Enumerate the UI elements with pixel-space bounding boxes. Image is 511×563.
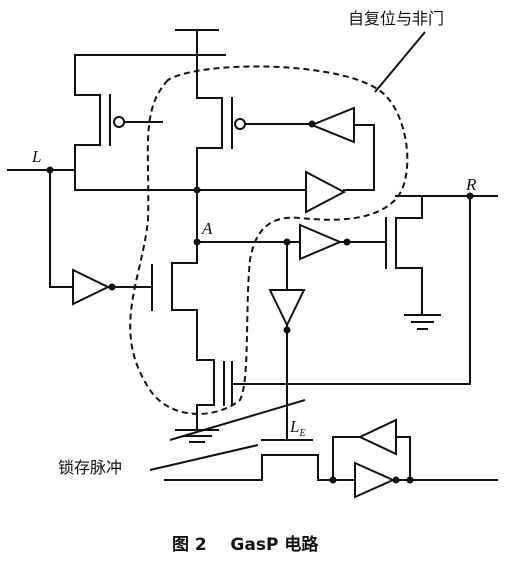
latch-waveform (164, 454, 498, 481)
inverter-feedback-top (308, 106, 375, 191)
nmos-stack-upper (151, 262, 198, 361)
nmos-stack-lower (196, 359, 233, 431)
nmos-R (385, 192, 498, 330)
pointer-latch-upper (169, 399, 306, 441)
inverter-self-reset (196, 170, 347, 214)
inverter-A (299, 223, 387, 261)
wire-R-feedback (231, 195, 471, 385)
inverter-vertical-LE (261, 241, 313, 441)
wire-pmos1-drain (74, 169, 198, 191)
inverter-L (72, 268, 153, 306)
label-R: R (465, 175, 477, 194)
pointer-self-reset (374, 31, 426, 93)
figure-caption: 图 2 GasP 电路 (172, 534, 319, 555)
dashed-boundary-self-reset (129, 65, 409, 415)
pmos-left (74, 54, 163, 171)
label-L: L (31, 147, 41, 166)
label-self-reset-nand: 自复位与非门 (348, 9, 444, 28)
label-A: A (201, 219, 213, 238)
ground-stack (175, 429, 219, 443)
latch-keeper (329, 418, 414, 499)
pointer-latch-lower (149, 444, 259, 471)
label-latch-pulse: 锁存脉冲 (58, 458, 122, 477)
label-LE: LE (289, 417, 306, 439)
pmos-middle (196, 54, 313, 191)
wire-L-to-inv (49, 169, 74, 288)
